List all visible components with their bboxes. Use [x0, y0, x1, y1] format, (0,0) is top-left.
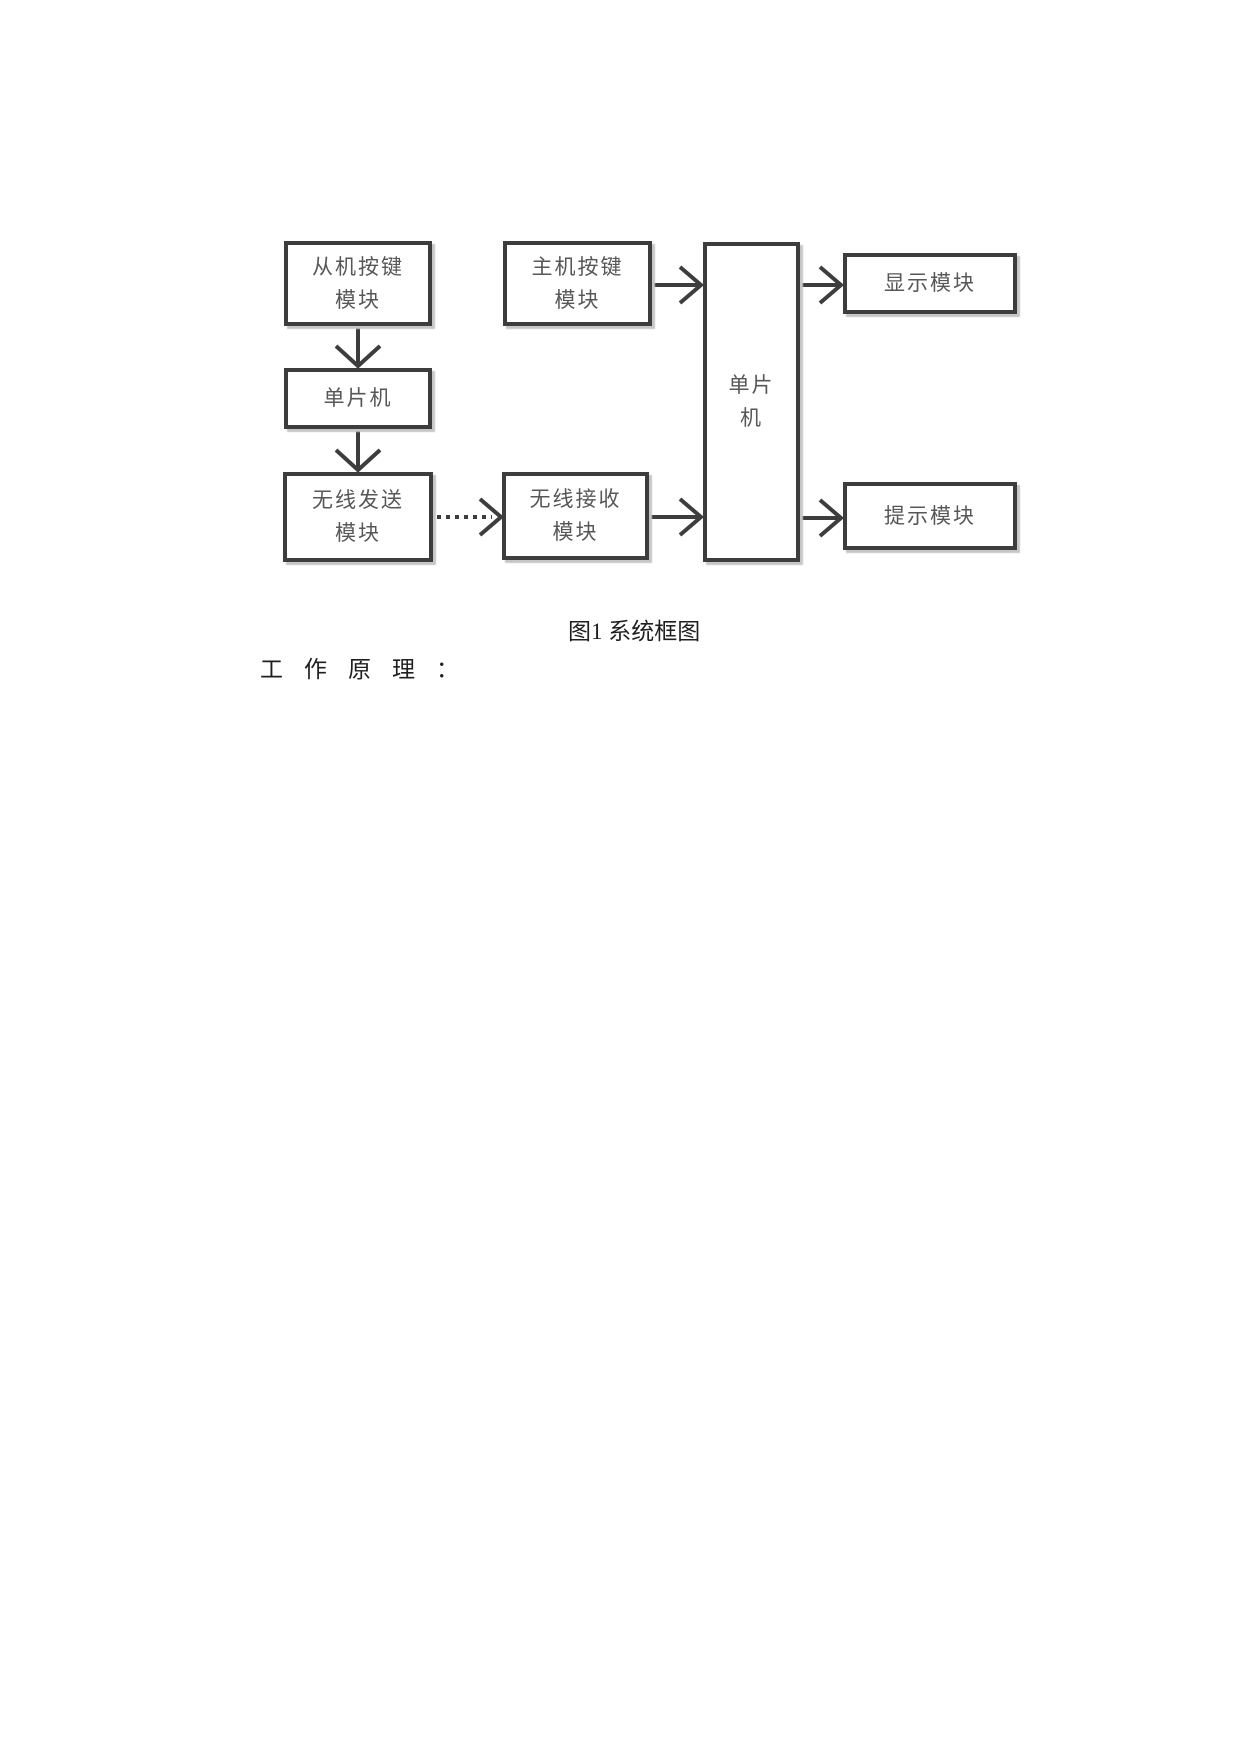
box-label: 主机按键 — [531, 255, 624, 279]
box-label: 模块 — [552, 521, 599, 544]
box-label: 模块 — [554, 288, 601, 312]
arrow-mcu-to-wireless-tx — [334, 429, 382, 473]
working-principle-label: 工作原理： — [260, 657, 480, 682]
arrow-slave-key-to-mcu — [334, 326, 382, 369]
box-wireless-receive-module: 无线接收 模块 — [502, 472, 649, 560]
box-master-key-module: 主机按键 模块 — [503, 241, 652, 326]
arrow-mcu-to-alert — [799, 498, 845, 538]
box-slave-key-module: 从机按键 模块 — [284, 241, 432, 326]
arrow-mcu-to-display — [799, 265, 845, 305]
box-label: 无线发送 — [312, 489, 404, 512]
box-label: 显示模块 — [884, 272, 976, 295]
box-wireless-transmit-module: 无线发送 模块 — [283, 472, 433, 562]
box-label: 模块 — [335, 522, 381, 545]
box-label: 机 — [740, 407, 763, 430]
box-label: 单片机 — [323, 387, 393, 410]
box-alert-module: 提示模块 — [843, 482, 1017, 550]
arrow-wireless-tx-to-rx-dotted — [437, 497, 505, 537]
box-slave-mcu: 单片机 — [284, 368, 432, 429]
box-label: 单片 — [728, 374, 775, 397]
box-display-module: 显示模块 — [843, 253, 1017, 314]
arrow-wireless-rx-to-mcu — [649, 497, 705, 537]
box-master-mcu: 单片 机 — [703, 242, 800, 562]
figure-caption: 图1 系统框图 — [568, 619, 701, 644]
box-label: 无线接收 — [529, 488, 622, 511]
box-label: 提示模块 — [884, 504, 976, 528]
box-label: 模块 — [335, 288, 381, 312]
box-label: 从机按键 — [312, 255, 404, 279]
arrow-master-key-to-mcu — [650, 265, 705, 305]
